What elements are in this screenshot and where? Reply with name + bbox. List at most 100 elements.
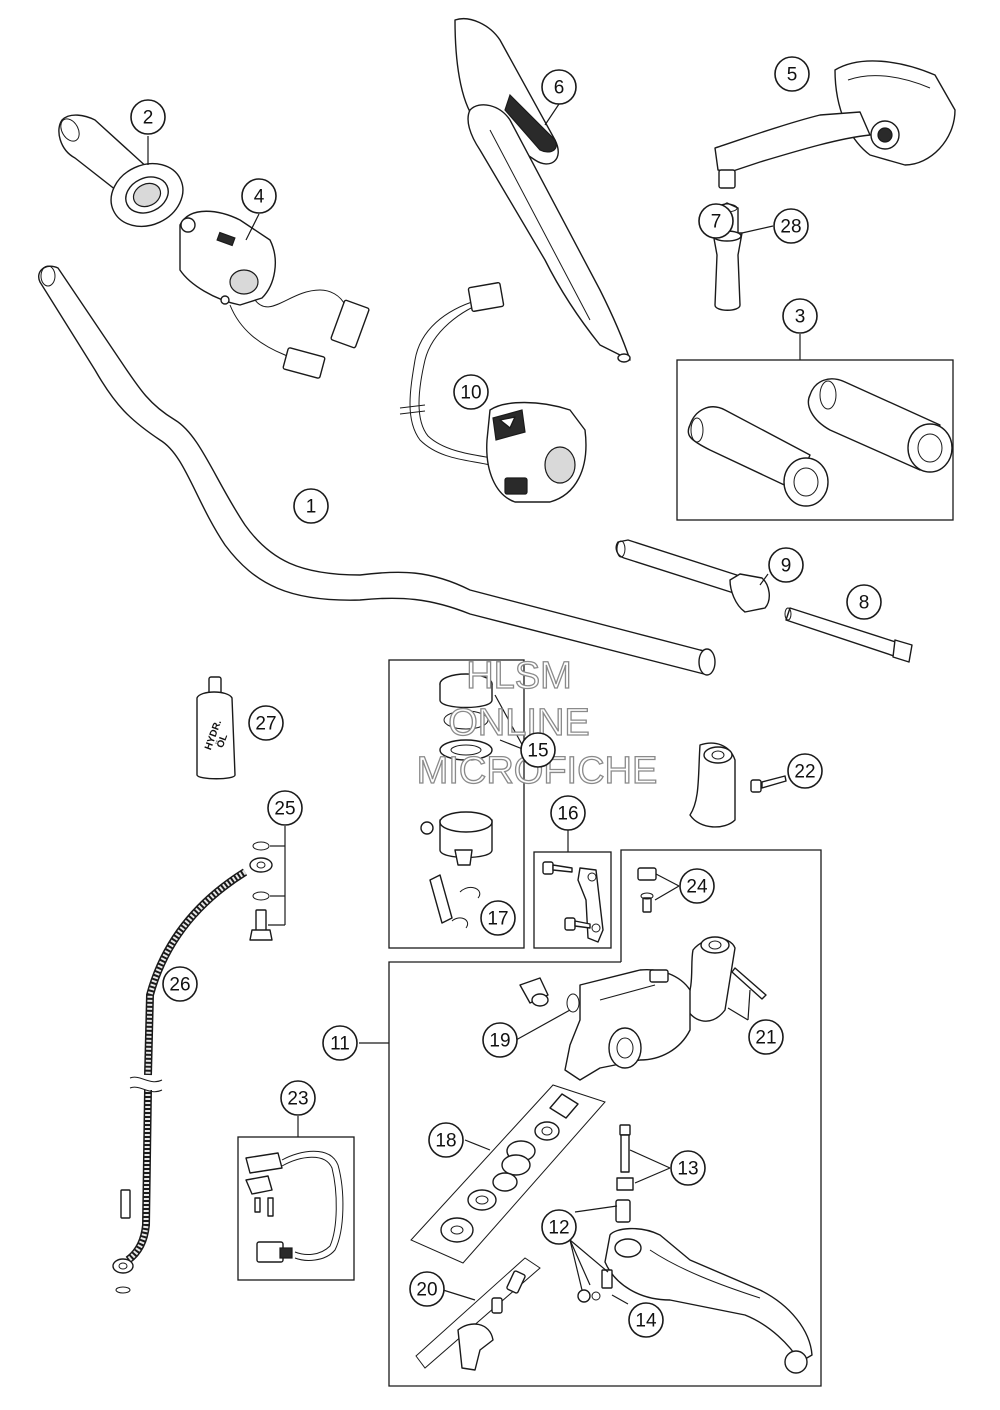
watermark-line1: HLSM [466,655,572,697]
callout-number: 23 [287,1089,308,1110]
callout-4: 4 [241,178,277,214]
callout-20: 20 [409,1271,445,1307]
callout-number: 21 [755,1028,776,1049]
callout-circle [768,547,804,583]
callout-circle [162,966,198,1002]
watermark: HLSM ONLINE MICROFICHE [416,654,658,792]
hydraulic-oil-bottle: HYDR. ÖL [196,676,236,780]
leader-lines [147,103,801,1305]
callout-number: 13 [677,1159,698,1180]
callout-circle [280,1080,316,1116]
callout-number: 27 [255,714,276,735]
callout-17: 17 [480,900,516,936]
callout-number: 18 [435,1131,456,1152]
callout-11: 11 [322,1025,358,1061]
callout-28: 28 [773,208,809,244]
mirror-spacer [712,230,743,311]
callout-number: 8 [859,593,870,614]
callout-labels: 1234567891011121314151617181920212223242… [130,56,882,1338]
right-handlebar-switch [399,282,587,503]
callout-circle [322,1025,358,1061]
callout-circle [482,1022,518,1058]
brake-reservoir-box [388,659,525,949]
master-cylinder-box [388,849,822,1387]
callout-circle [248,705,284,741]
callout-number: 25 [274,799,295,820]
callout-number: 9 [781,556,792,577]
grip-set-box [676,359,954,521]
callout-number: 10 [460,383,481,404]
callout-circle [520,732,556,768]
callout-number: 24 [686,877,708,898]
callout-number: 20 [416,1280,437,1301]
callout-circle [670,1150,706,1186]
callout-1: 1 [293,488,329,524]
callout-circle [541,1209,577,1245]
callout-circle [480,900,516,936]
brake-line-hose [112,868,248,1294]
callout-7: 7 [698,203,734,239]
mirror-left [454,18,631,363]
callout-circle [748,1019,784,1055]
callout-circle [453,374,489,410]
bracket-box [533,851,612,949]
callout-24: 24 [679,868,715,904]
callout-number: 26 [169,975,190,996]
callout-15: 15 [520,732,556,768]
callout-circle [241,178,277,214]
mirror-right [714,60,956,189]
callout-circle [293,488,329,524]
callout-circle [698,203,734,239]
callout-number: 2 [143,108,154,129]
callout-circle [628,1302,664,1338]
callout-27: 27 [248,705,284,741]
callout-circle [782,298,818,334]
callout-number: 1 [306,497,317,518]
callout-circle [787,753,823,789]
callout-23: 23 [280,1080,316,1116]
callout-number: 5 [787,65,798,86]
callout-18: 18 [428,1122,464,1158]
callout-3: 3 [782,298,818,334]
callout-number: 16 [557,804,578,825]
callout-22: 22 [787,753,823,789]
callout-10: 10 [453,374,489,410]
callout-14: 14 [628,1302,664,1338]
bottle-label-line2: ÖL [213,732,230,749]
callout-circle [679,868,715,904]
callout-8: 8 [846,584,882,620]
callout-number: 4 [254,187,265,208]
callout-number: 7 [711,212,722,233]
brake-switch-box [237,1136,355,1281]
callout-number: 14 [635,1311,657,1332]
callout-2: 2 [130,99,166,135]
bar-end-weight [615,539,770,613]
watermark-line2: ONLINE [448,702,589,744]
callout-5: 5 [774,56,810,92]
callout-13: 13 [670,1150,706,1186]
handlebar-clamp [689,742,787,828]
callout-number: 15 [527,741,548,762]
callout-number: 17 [487,909,508,930]
left-handlebar-switch [179,210,370,379]
callout-number: 6 [554,78,565,99]
callout-21: 21 [748,1019,784,1055]
callout-number: 22 [794,762,815,783]
callout-circle [428,1122,464,1158]
callout-number: 3 [795,307,806,328]
callout-circle [409,1271,445,1307]
callout-circle [130,99,166,135]
callout-circle [267,790,303,826]
handlebar [38,265,716,676]
grip-left [58,114,184,228]
callout-number: 12 [548,1218,569,1239]
callout-19: 19 [482,1022,518,1058]
callout-number: 19 [489,1031,510,1052]
callout-circle [846,584,882,620]
callout-circle [550,795,586,831]
callout-circle [774,56,810,92]
callout-12: 12 [541,1209,577,1245]
callout-number: 28 [780,217,801,238]
callout-number: 11 [330,1034,350,1055]
